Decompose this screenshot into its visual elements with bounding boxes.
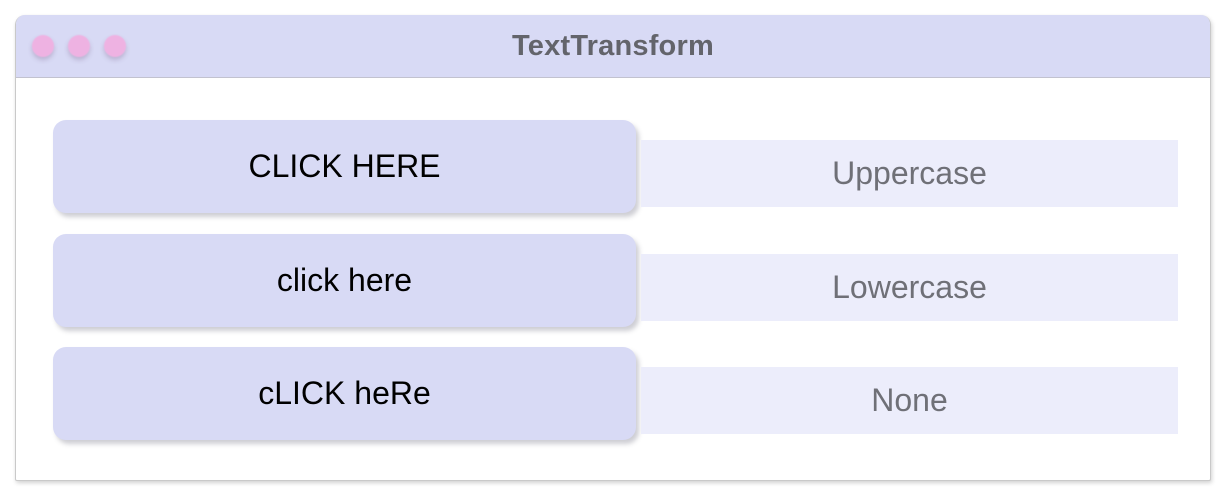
transform-row: click here Lowercase (16, 234, 1210, 347)
mode-label-uppercase: Uppercase (641, 140, 1178, 207)
window-controls (32, 15, 126, 77)
close-dot-icon[interactable] (32, 35, 54, 57)
window-title: TextTransform (512, 30, 714, 62)
transform-button-none[interactable]: cLICK heRe (53, 347, 636, 440)
maximize-dot-icon[interactable] (104, 35, 126, 57)
transform-row: CLICK HERE Uppercase (16, 120, 1210, 233)
title-bar: TextTransform (16, 15, 1210, 78)
transform-rows: CLICK HERE Uppercase click here Lowercas… (16, 78, 1210, 480)
minimize-dot-icon[interactable] (68, 35, 90, 57)
mode-label-none: None (641, 367, 1178, 434)
transform-row: cLICK heRe None (16, 347, 1210, 460)
app-window: TextTransform CLICK HERE Uppercase click… (15, 15, 1211, 481)
transform-button-lowercase[interactable]: click here (53, 234, 636, 327)
mode-label-lowercase: Lowercase (641, 254, 1178, 321)
transform-button-uppercase[interactable]: CLICK HERE (53, 120, 636, 213)
